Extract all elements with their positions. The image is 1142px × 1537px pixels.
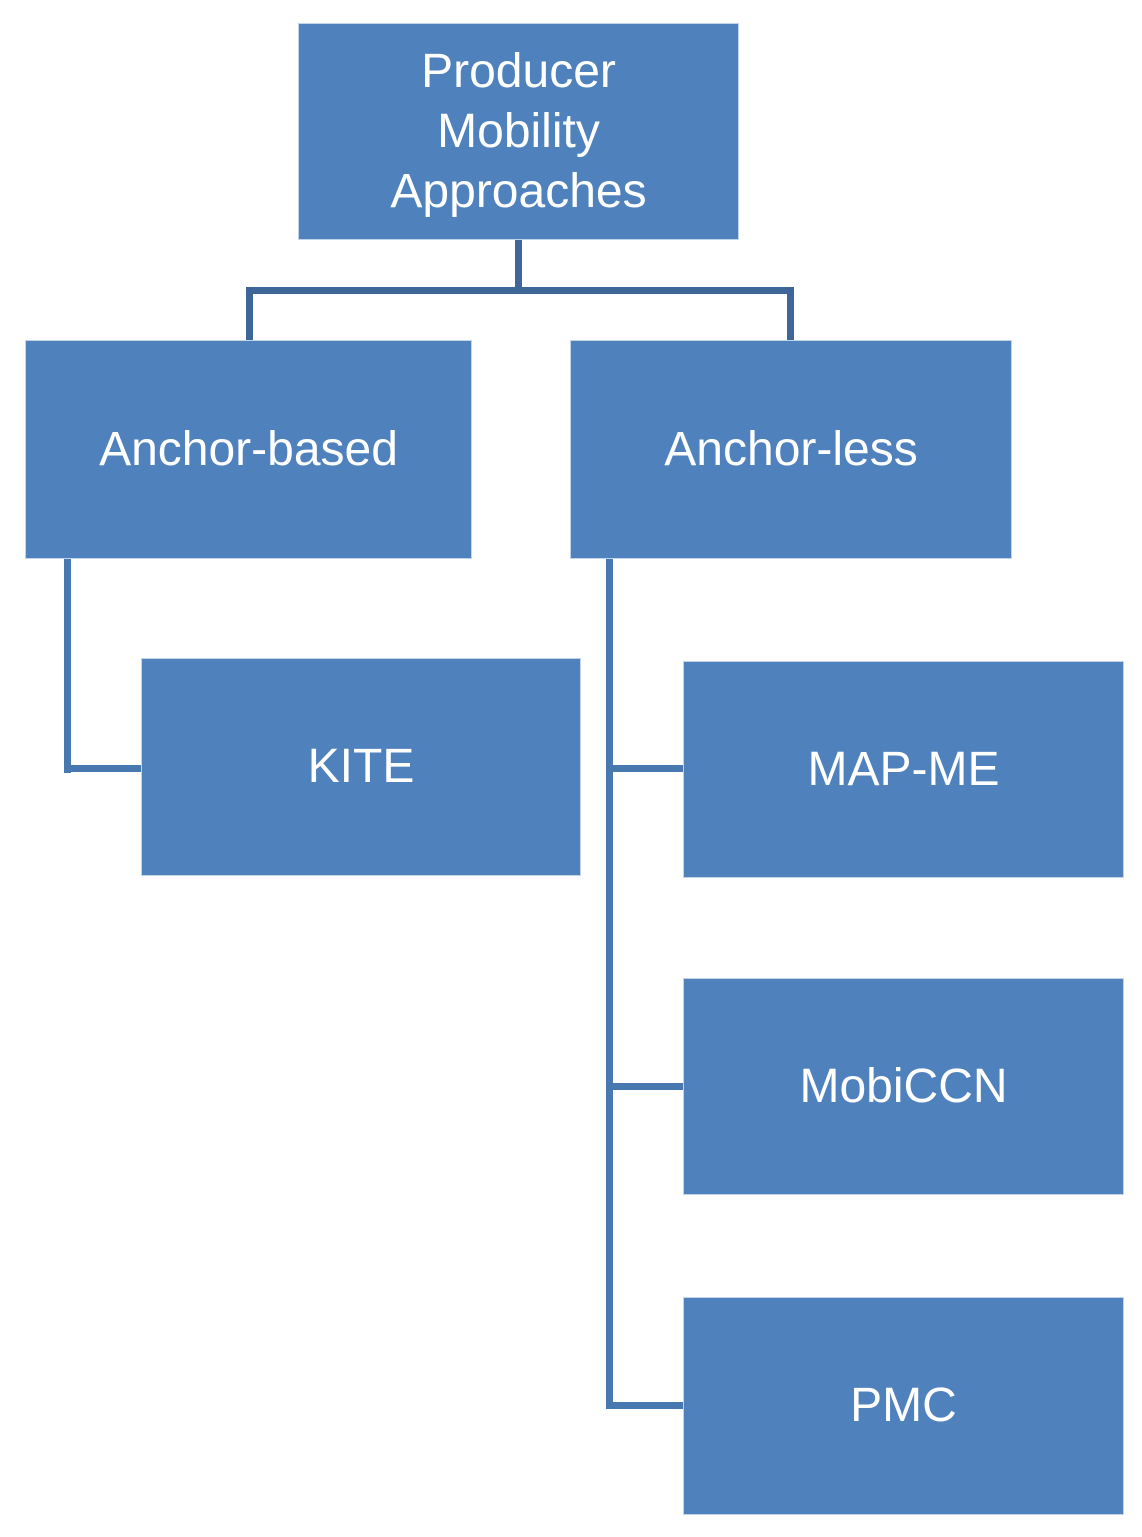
node-pmc: PMC [683, 1297, 1124, 1515]
node-label: Anchor-less [664, 422, 918, 476]
node-map-me: MAP-ME [683, 661, 1124, 878]
connector-anchor-less-drop [787, 287, 794, 340]
node-label: KITE [307, 740, 415, 793]
connector-branch-bar [246, 287, 794, 294]
node-label: MAP-ME [807, 742, 1000, 796]
node-anchor-less: Anchor-less [570, 340, 1012, 559]
node-mobiccn: MobiCCN [683, 978, 1124, 1195]
node-label: Anchor-based [99, 422, 398, 476]
node-producer-mobility-approaches: Producer Mobility Approaches [298, 23, 739, 240]
connector-kite-stub [64, 765, 141, 772]
node-label: MobiCCN [799, 1059, 1008, 1113]
node-label: Producer Mobility Approaches [390, 44, 647, 218]
connector-map-me-stub [606, 765, 683, 772]
connector-root-riser [515, 240, 522, 287]
node-kite: KITE [141, 658, 581, 876]
node-anchor-based: Anchor-based [25, 340, 472, 559]
connector-anchor-based-drop [246, 287, 253, 340]
connector-anchor-less-trunk [606, 559, 613, 1409]
connector-anchor-based-branch-line [64, 559, 71, 773]
connector-pmc-stub [606, 1402, 683, 1409]
connector-mobiccn-stub [606, 1083, 683, 1090]
node-label: PMC [850, 1379, 957, 1432]
